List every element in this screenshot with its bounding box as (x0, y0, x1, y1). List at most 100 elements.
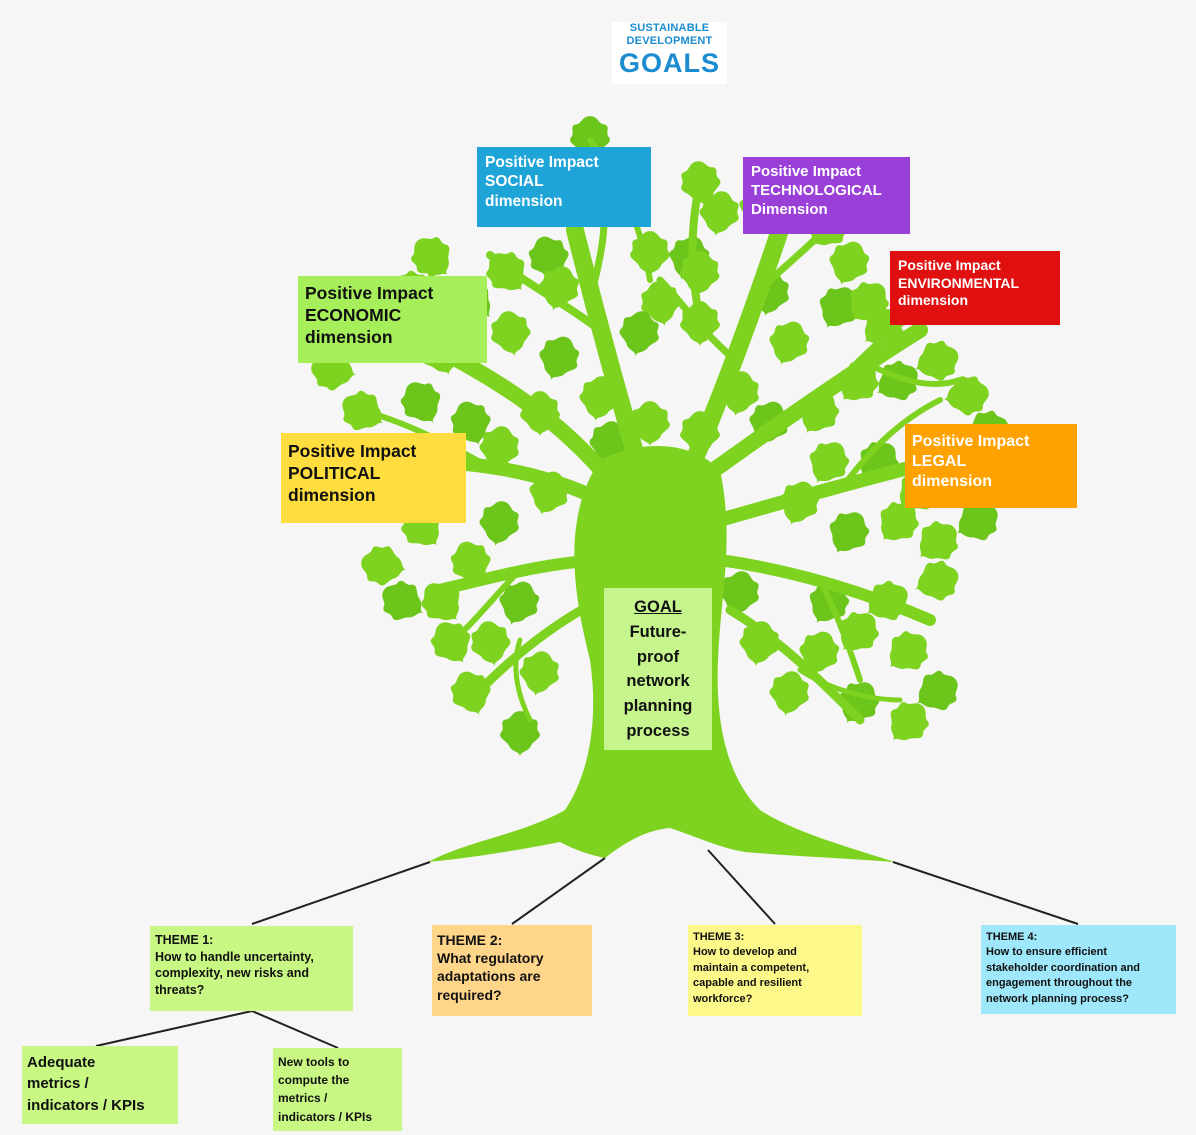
theme-3-line-2: maintain a competent, (693, 961, 810, 974)
dimension-technological-line-2: TECHNOLOGICAL (751, 181, 882, 199)
oak-leaf (914, 340, 959, 381)
oak-leaf (840, 612, 879, 651)
theme-3-title: THEME 3: (693, 931, 745, 943)
theme-3-line-3: capable and resilient (693, 977, 802, 990)
connector-line (251, 1010, 339, 1049)
oak-leaf (361, 546, 407, 586)
oak-leaf (769, 671, 809, 717)
subtheme-metrics-line-3: indicators / KPIs (27, 1096, 145, 1114)
oak-leaf (500, 711, 540, 758)
dimension-legal-line-3: dimension (912, 473, 993, 490)
connector-line (251, 861, 431, 925)
dimension-social-line-1: Positive Impact (485, 154, 599, 171)
oak-leaf (769, 321, 810, 366)
theme-1-title: THEME 1: (155, 933, 214, 947)
oak-leaf (799, 631, 840, 676)
oak-leaf (400, 382, 441, 424)
connector-line (707, 849, 776, 925)
connector-line (95, 1010, 253, 1047)
theme-4-line-4: network planning process? (986, 992, 1130, 1005)
dimension-legal-box: Positive Impact LEGAL dimension (905, 424, 1077, 508)
goal-line-4: planning (623, 697, 693, 715)
theme-4-title: THEME 4: (986, 931, 1038, 943)
subtheme-tools-line-4: indicators / KPIs (278, 1109, 373, 1124)
oak-leaf (479, 501, 519, 547)
oak-leaf (471, 621, 511, 667)
oak-leaf (411, 237, 450, 276)
oak-leaf (916, 670, 958, 711)
dimension-legal-line-1: Positive Impact (912, 433, 1030, 450)
oak-leaf (519, 651, 559, 697)
oak-leaf (889, 631, 928, 670)
subtheme-tools-line-3: metrics / (278, 1091, 328, 1106)
oak-leaf (829, 512, 870, 554)
oak-leaf (630, 401, 670, 448)
dimension-social-box: Positive Impact SOCIAL dimension (477, 147, 651, 227)
logo-line-3: GOALS (618, 48, 720, 78)
subtheme-tools-line-1: New tools to (278, 1055, 350, 1069)
oak-leaf (539, 336, 580, 381)
dimension-political-line-1: Positive Impact (288, 441, 417, 461)
theme-4-line-3: engagement throughout the (986, 977, 1133, 990)
goal-line-5: process (626, 721, 690, 740)
oak-leaf (382, 580, 424, 621)
dimension-economic-line-2: ECONOMIC (305, 304, 402, 325)
dimension-economic-line-1: Positive Impact (305, 283, 434, 303)
theme-4-line-2: stakeholder coordination and (986, 961, 1141, 974)
oak-leaf (890, 702, 929, 741)
subtheme-tools-box: New tools to compute the metrics / indic… (273, 1048, 402, 1131)
oak-leaf (619, 311, 659, 357)
dimension-legal-line-2: LEGAL (912, 453, 967, 470)
dimension-technological-box: Positive Impact TECHNOLOGICAL Dimension (743, 157, 910, 234)
theme-2-title: THEME 2: (437, 932, 503, 948)
subtheme-metrics-line-2: metrics / (27, 1075, 89, 1093)
goal-box: GOAL Future- proof network planning proc… (604, 588, 712, 750)
dimension-political-line-3: dimension (288, 484, 376, 505)
oak-leaf (956, 500, 998, 541)
tree-branch (797, 667, 903, 703)
tree-branch (513, 637, 533, 723)
dimension-political-line-2: POLITICAL (288, 462, 381, 483)
tree-branch (817, 577, 863, 683)
theme-3-line-4: workforce? (693, 992, 753, 1005)
dimension-environmental-line-3: dimension (898, 292, 969, 308)
theme-2-line-2: adaptations are (437, 968, 541, 985)
goal-heading: GOAL (634, 598, 682, 616)
oak-leaf (491, 311, 531, 357)
theme-2-line-1: What regulatory (437, 950, 544, 967)
goal-line-1: Future- (629, 622, 687, 641)
theme-1-line-2: complexity, new risks and (155, 966, 309, 980)
connector-line (511, 857, 606, 925)
dimension-social-line-2: SOCIAL (485, 173, 544, 191)
tree-branch (566, 221, 649, 479)
oak-leaf (499, 581, 540, 626)
tree-branch (867, 362, 963, 388)
theme-2-box: THEME 2: What regulatory adaptations are… (432, 925, 592, 1016)
dimension-economic-line-3: dimension (305, 326, 393, 347)
tree-branch (656, 276, 739, 364)
oak-leaf (819, 287, 860, 329)
logo-line-1: SUSTAINABLE (629, 22, 710, 34)
goal-line-3: network (626, 672, 690, 691)
tree-leaves (311, 116, 1009, 758)
dimension-environmental-box: Positive Impact ENVIRONMENTAL dimension (890, 251, 1060, 325)
subtheme-tools-line-2: compute the (278, 1073, 350, 1088)
dimension-technological-line-1: Positive Impact (751, 163, 862, 180)
goal-line-2: proof (636, 647, 680, 666)
oak-leaf (719, 571, 759, 617)
tree-branch (688, 176, 704, 324)
dimension-political-box: Positive Impact POLITICAL dimension (281, 433, 466, 523)
theme-4-line-1: How to ensure efficient (986, 946, 1108, 959)
subtheme-metrics-box: Adequate metrics / indicators / KPIs (22, 1046, 178, 1124)
dimension-social-line-3: dimension (485, 192, 563, 210)
tree-branch (714, 554, 936, 626)
dimension-economic-box: Positive Impact ECONOMIC dimension (298, 276, 487, 363)
tree-branch (692, 322, 928, 488)
oak-leaf (919, 521, 958, 560)
theme-1-box: THEME 1: How to handle uncertainty, comp… (150, 926, 353, 1011)
theme-3-line-1: How to develop and (693, 946, 797, 959)
oak-leaf (880, 502, 919, 541)
logo-line-2: DEVELOPMENT (626, 35, 713, 47)
tree-branch (725, 605, 865, 725)
